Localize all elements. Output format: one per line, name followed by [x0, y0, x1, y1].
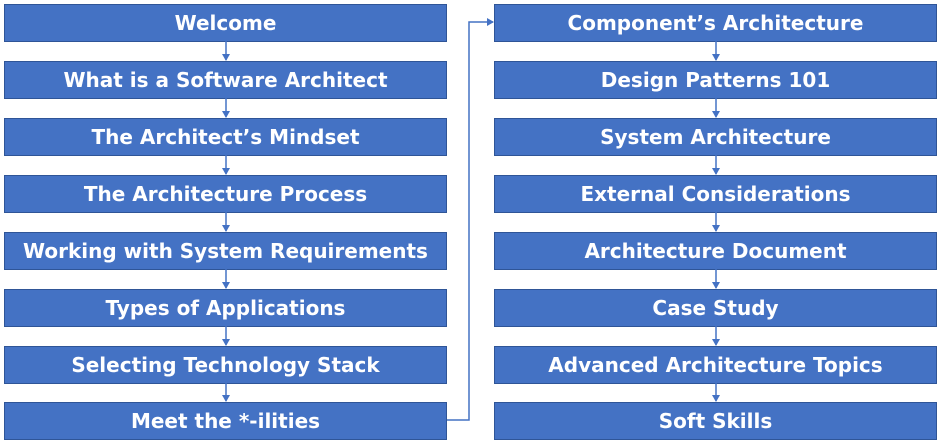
left-flow-column: Welcome What is a Software Architect The… [4, 0, 447, 440]
step-soft-skills: Soft Skills [494, 402, 937, 440]
step-technology-stack: Selecting Technology Stack [4, 346, 447, 384]
right-flow-column: Component’s Architecture Design Patterns… [494, 0, 937, 440]
step-what-is-software-architect: What is a Software Architect [4, 61, 447, 99]
step-architecture-document: Architecture Document [494, 232, 937, 270]
step-case-study: Case Study [494, 289, 937, 327]
step-advanced-topics: Advanced Architecture Topics [494, 346, 937, 384]
step-components-architecture: Component’s Architecture [494, 4, 937, 42]
step-design-patterns: Design Patterns 101 [494, 61, 937, 99]
step-types-of-applications: Types of Applications [4, 289, 447, 327]
step-system-requirements: Working with System Requirements [4, 232, 447, 270]
arrow-column-transition [447, 18, 494, 421]
step-meet-the-ilities: Meet the *-ilities [4, 402, 447, 440]
step-external-considerations: External Considerations [494, 175, 937, 213]
step-welcome: Welcome [4, 4, 447, 42]
step-architecture-process: The Architecture Process [4, 175, 447, 213]
step-system-architecture: System Architecture [494, 118, 937, 156]
step-architects-mindset: The Architect’s Mindset [4, 118, 447, 156]
